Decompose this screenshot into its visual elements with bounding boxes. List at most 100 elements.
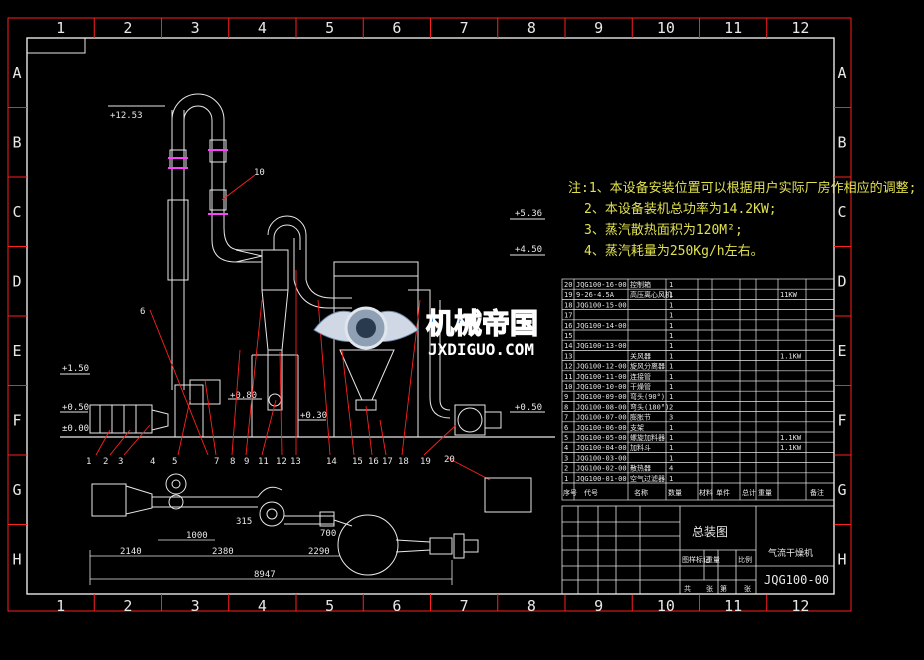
bend-180-outer (171, 93, 225, 121)
cyclone-body (261, 249, 289, 291)
bom-cell: 11KW (780, 291, 798, 299)
machine-name: 气流干燥机 (768, 547, 813, 559)
grid-column-label: 4 (258, 597, 267, 615)
title-label: 重量 (706, 556, 720, 564)
grid-column-label: 7 (460, 597, 469, 615)
dimension-label: 2290 (308, 547, 330, 557)
bom-cell: JQG100-04-00 (576, 444, 627, 452)
bom-header-cell: 数量 (668, 488, 682, 497)
bom-cell: 1 (669, 373, 673, 381)
callout-number: 12 (276, 457, 287, 467)
title-label: 比例 (738, 555, 752, 564)
bom-cell: JQG100-05-00 (576, 434, 627, 442)
level-label: +0.30 (300, 411, 327, 421)
grid-column-label: 6 (392, 19, 401, 37)
drying-tube-lower (167, 199, 189, 281)
callout-number: 11 (258, 457, 269, 467)
bom-cell: 9-26-4.5A (576, 291, 615, 299)
callout-number: 1 (86, 457, 91, 467)
grid-column-label: 2 (123, 597, 132, 615)
bom-cell: JQG100-15-00 (576, 301, 627, 309)
bom-cell: JQG100-10-00 (576, 383, 627, 391)
callout-number: 4 (150, 457, 155, 467)
bom-cell: 1 (669, 444, 673, 452)
grid-row-label: B (837, 133, 846, 151)
bom-cell: 支架 (630, 423, 644, 432)
bom-cell: 旋风分离器 (630, 362, 665, 371)
bom-cell: JQG100-03-00 (576, 454, 627, 462)
dimension-label: 700 (320, 529, 336, 539)
grid-column-label: 1 (56, 597, 65, 615)
level-label: +12.53 (110, 111, 143, 121)
title-label: 图样标记 (682, 555, 710, 564)
bom-cell: 1 (669, 312, 673, 320)
heater-transition (151, 409, 169, 431)
grid-row-label: D (12, 272, 21, 290)
elevation-levels: +12.53 +5.36 +4.50 +1.50 +0.50 ±0.00 +0.… (60, 105, 545, 434)
plan-feeder (165, 473, 187, 495)
bom-cell: 11 (564, 373, 572, 381)
watermark-latin: JXDIGUO.COM (428, 340, 534, 359)
bom-cell: 8 (564, 403, 568, 411)
grid-column-label: 9 (594, 19, 603, 37)
callout-number: 15 (352, 457, 363, 467)
bom-cell: 1 (669, 434, 673, 442)
callout-number: 14 (326, 457, 337, 467)
grid-row-label: H (12, 550, 21, 568)
bom-cell: 2 (564, 465, 568, 473)
bom-cell: JQG100-08-00 (576, 403, 627, 411)
note-line: 3、蒸汽散热面积为120M²; (584, 223, 743, 238)
bom-cell: 4 (564, 444, 568, 452)
bom-cell: 连接管 (630, 372, 651, 381)
callout-number: 16 (368, 457, 379, 467)
drawing-title: 总装图 (692, 525, 728, 539)
callout-number: 10 (254, 168, 265, 178)
callouts: 1 2 3 4 5 6 7 8 9 10 11 12 13 14 15 16 1… (86, 168, 455, 467)
callout-number: 8 (230, 457, 235, 467)
grid-column-label: 5 (325, 19, 334, 37)
grid-row-label: C (837, 203, 846, 221)
bom-cell: 2 (669, 403, 673, 411)
grid-column-label: 4 (258, 19, 267, 37)
bom-cell: 1 (669, 352, 673, 360)
bom-cell: 1 (669, 393, 673, 401)
bom-cell: 加料斗 (630, 443, 651, 452)
bom-header-cell: 代号 (584, 488, 598, 497)
bom-cell: 9 (564, 393, 568, 401)
bom-header-cell: 总计 (742, 488, 756, 497)
dimension-label: 8947 (254, 570, 276, 580)
bom-cell: 螺旋加料器 (630, 433, 665, 442)
bom-cell: 4 (669, 465, 673, 473)
level-label: +0.80 (230, 391, 257, 401)
grid-column-label: 9 (594, 597, 603, 615)
expansion-joint-3 (209, 189, 227, 211)
control-box (484, 477, 532, 513)
bom-cell: 1 (669, 301, 673, 309)
bom-cell: 20 (564, 281, 572, 289)
bom-cell: 1 (564, 475, 568, 483)
grid-row-label: G (12, 481, 21, 499)
bom-cell: 1.1KW (780, 352, 802, 360)
bom-cell: 1 (669, 383, 673, 391)
bom-cell: 3 (564, 454, 568, 462)
bom-cell: JQG100-14-00 (576, 322, 627, 330)
bom-cell: 1 (669, 281, 673, 289)
callout-number: 3 (118, 457, 123, 467)
bom-cell: 1 (669, 322, 673, 330)
callout-number: 13 (290, 457, 301, 467)
callout-number: 2 (103, 457, 108, 467)
level-label: +5.36 (515, 209, 542, 219)
bom-header-cell: 重量 (758, 489, 772, 497)
bom-cell: 弯头(90°) (630, 392, 665, 401)
watermark-logo: 机械帝国 JXDIGUO.COM (313, 306, 539, 359)
title-label: 第 (720, 584, 727, 593)
dimension-labels: 1000 2140 2380 2290 8947 315 700 (120, 517, 336, 580)
level-label: ±0.00 (62, 424, 89, 434)
dimension-label: 2140 (120, 547, 142, 557)
feeder-base (174, 384, 204, 438)
bom-cell: 干燥管 (630, 382, 651, 391)
grid-column-label: 2 (123, 19, 132, 37)
grid-row-label: E (837, 342, 846, 360)
